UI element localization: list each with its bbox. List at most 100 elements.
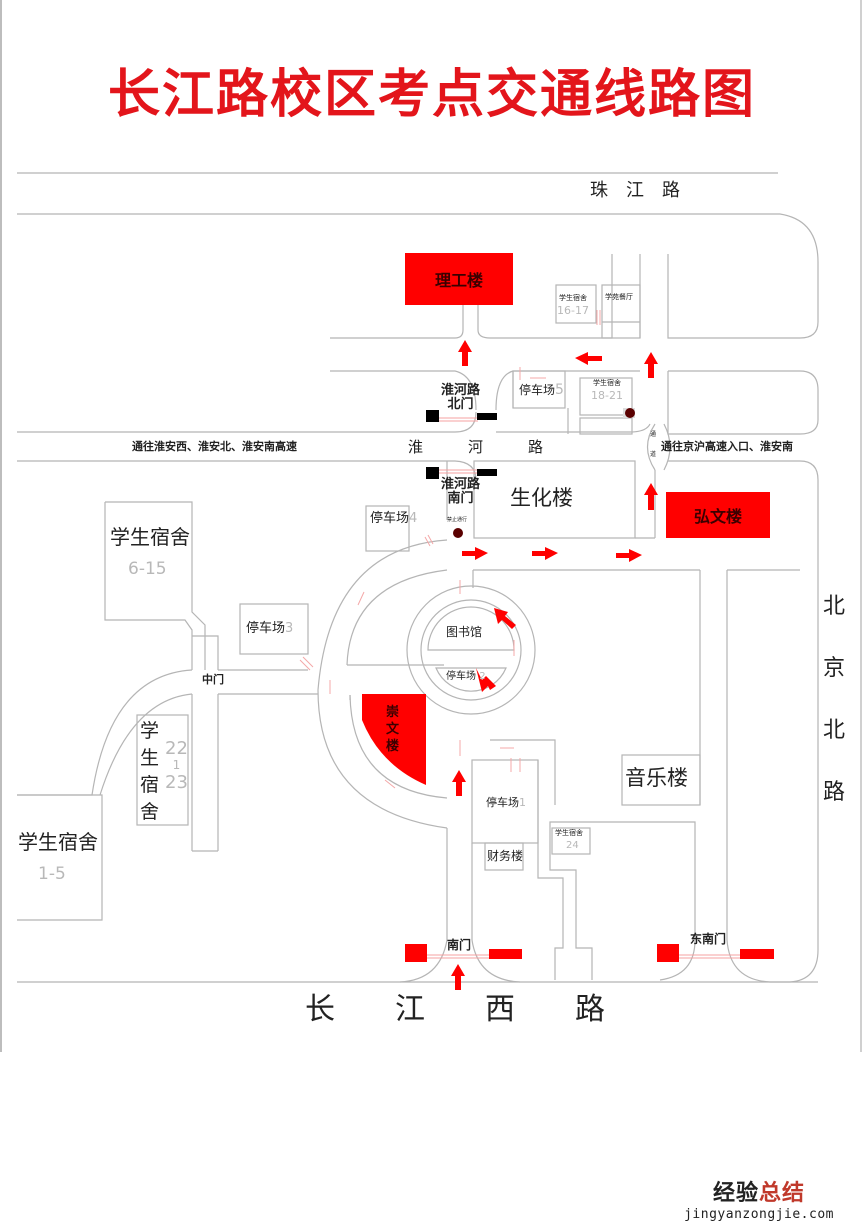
building-name: 弘文楼	[693, 507, 742, 526]
dorm-1-5-number: 1-5	[38, 864, 66, 884]
parking-5-outline	[512, 370, 566, 409]
arrow-up-icon	[458, 340, 472, 366]
road-label-beijing-north-3: 北	[823, 718, 846, 743]
parking-4: 停车场4	[370, 512, 417, 525]
road-edge	[17, 213, 819, 339]
parking-label: 停车场	[446, 671, 476, 682]
parking-3-outline	[239, 603, 309, 655]
dorm-22-23-label: 学 生 宿 舍	[140, 718, 159, 826]
no-entry-icon	[453, 528, 463, 538]
arrow-right-icon	[616, 549, 642, 562]
dorm-number: 22	[165, 738, 188, 759]
dorm-number: 1	[172, 758, 181, 772]
arrow-up-icon	[452, 770, 466, 796]
dorm-24-outline	[551, 827, 591, 855]
road-edge	[330, 305, 464, 339]
dorm-22-23-outline	[136, 714, 189, 826]
building-finance: 财务楼	[487, 849, 524, 863]
parking-2-outline	[435, 667, 507, 692]
parking-2: 停车场 2	[446, 672, 486, 682]
dorm-6-15-number: 6-15	[128, 559, 167, 579]
building-canteen: 学苑餐厅	[605, 293, 633, 301]
gate-huaihe-south: 淮河路 南门	[441, 478, 480, 505]
road-label-zhujiang: 珠 江 路	[590, 180, 680, 201]
library-outline	[427, 606, 515, 651]
dorm-number: 23	[165, 772, 188, 793]
library-ring	[406, 585, 536, 715]
parking-label: 停车场	[486, 796, 519, 809]
gate-block	[426, 410, 439, 422]
music-building-outline	[621, 754, 701, 806]
arrow-up-icon	[451, 964, 465, 990]
watermark: 经验总结 jingyanzongjie.com	[684, 1175, 834, 1222]
road-label-beijing-north-2: 京	[823, 656, 846, 681]
parking-label: 停车场	[246, 621, 286, 636]
arrow-left-icon	[575, 352, 602, 365]
no-entry-label: 禁止通行	[447, 517, 468, 523]
chongwen-building	[362, 694, 426, 785]
arrow-up-icon	[644, 483, 658, 510]
dorm-char: 舍	[140, 801, 160, 823]
gate-label: 淮河路	[441, 477, 481, 492]
gate-block	[657, 944, 679, 962]
channel-label: 通	[650, 431, 657, 438]
arrow-right-icon	[462, 547, 488, 560]
map-title: 长江路校区考点交通线路图	[107, 65, 756, 125]
dorm-char: 生	[140, 747, 160, 769]
dorm-18-21-label: 学生宿舍	[593, 379, 621, 387]
dorm-16-17-outline	[555, 284, 597, 324]
shenghua-outline	[473, 460, 636, 539]
dorm-6-15-outline	[105, 501, 206, 670]
road-label-huaihe: 淮 河 路	[408, 438, 544, 456]
arrow-up-icon	[644, 352, 658, 378]
gate-label: 南门	[447, 491, 474, 506]
watermark-url: jingyanzongjie.com	[684, 1207, 834, 1222]
parking-4-outline	[365, 505, 410, 552]
road-edge	[477, 254, 613, 339]
gate-block	[489, 949, 522, 959]
parking-number: 4	[409, 511, 418, 526]
canteen-outline	[601, 284, 641, 339]
exam-building-hongwen[interactable]: 弘文楼	[666, 492, 770, 538]
parking-1: 停车场1	[486, 797, 526, 808]
dorm-1-5-outline	[17, 794, 103, 921]
arrow-diag-icon	[476, 668, 496, 692]
dorm-1-5-label: 学生宿舍	[18, 830, 98, 854]
dorm-6-15-label: 学生宿舍	[110, 525, 190, 549]
dorm-18-21-number: 18-21	[591, 389, 623, 402]
building-music: 音乐楼	[625, 766, 688, 790]
parking-number: 1	[519, 796, 526, 809]
building-library: 图书馆	[446, 625, 483, 639]
watermark-text: 总结	[759, 1181, 806, 1206]
dorm-char: 宿	[140, 774, 160, 796]
arrow-right-icon	[532, 547, 558, 560]
arrow-diag-icon	[494, 608, 516, 629]
route-to-east: 通往京沪高速入口、淮安南	[661, 440, 793, 453]
dorm-char: 学	[140, 720, 160, 742]
channel-label: 道	[650, 451, 657, 458]
gate-huaihe-north: 淮河路 北门	[441, 384, 480, 411]
gate-label: 北门	[447, 397, 474, 412]
parking-label: 停车场	[519, 383, 556, 397]
parking-number: 3	[285, 621, 294, 636]
exam-building-chongwen-label: 崇文楼	[386, 705, 400, 754]
road-label-beijing-north-1: 北	[823, 594, 846, 619]
exam-building-ligong[interactable]: 理工楼	[405, 253, 513, 305]
parking-3: 停车场3	[246, 622, 293, 635]
dorm-16-17-label: 学生宿舍	[559, 294, 587, 302]
parking-number: 5	[555, 382, 564, 398]
gate-block	[477, 469, 497, 476]
dorm-16-17-number: 16-17	[557, 304, 589, 317]
dorm-24-label: 学生宿舍	[555, 829, 583, 837]
parking-5: 停车场5	[519, 383, 564, 397]
gate-south: 南门	[447, 938, 472, 952]
road-label-changjiang-west: 长 江 西 路	[305, 992, 605, 1027]
page-border	[0, 0, 862, 1052]
dorm-22-23-numbers: 22 1 23	[165, 738, 188, 793]
building-name: 理工楼	[434, 271, 483, 290]
route-to-west: 通往淮安西、淮安北、淮安南高速	[132, 440, 297, 453]
gate-block	[405, 944, 427, 962]
gate-block	[426, 467, 439, 479]
gate-label: 淮河路	[441, 383, 481, 398]
